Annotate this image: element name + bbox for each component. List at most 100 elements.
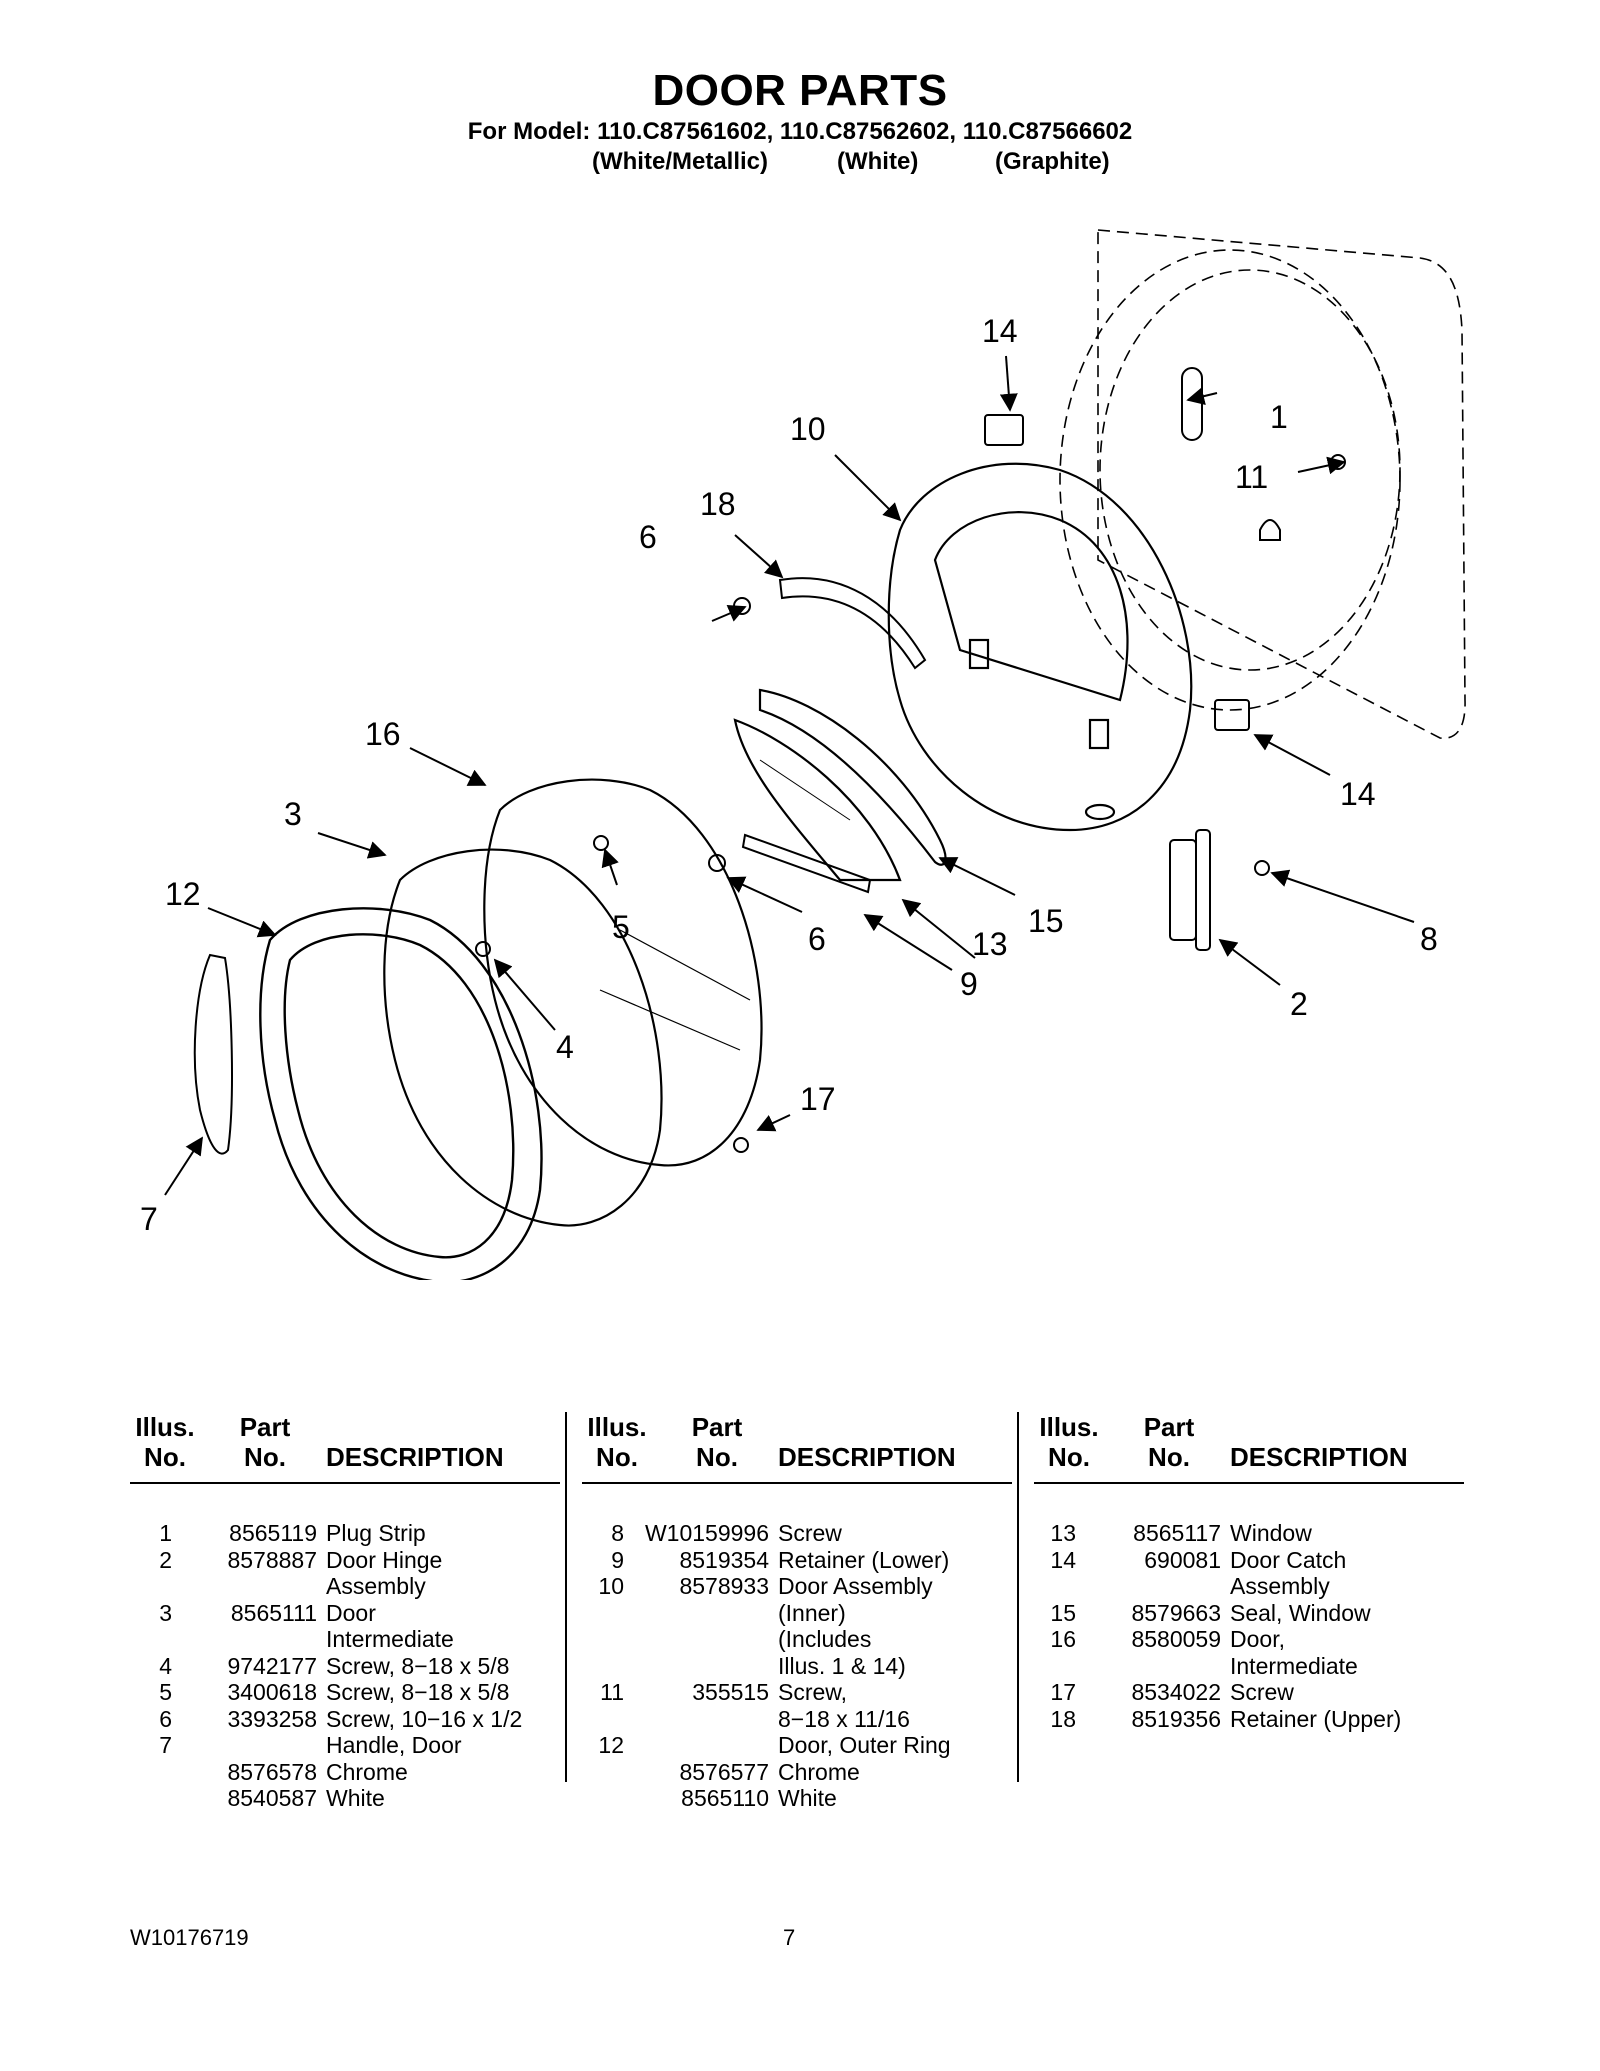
part-number: 8576577 [679,1758,769,1785]
callout-2: 2 [1290,986,1308,1022]
part-description: Chrome [778,1758,860,1785]
header-rule [582,1482,1012,1484]
header-rule [130,1482,560,1484]
part-description: Retainer (Upper) [1230,1705,1402,1732]
part-description: Door, [1230,1626,1285,1652]
part-description: Intermediate [326,1626,454,1652]
column-separator [565,1412,567,1782]
callout-9: 9 [960,966,978,1002]
part-description: Door Catch [1230,1546,1347,1573]
callout-4: 4 [556,1029,574,1065]
model-numbers: For Model: 110.C87561602, 110.C87562602,… [467,118,1133,145]
illus-number: 7 [159,1732,172,1758]
callout-16: 16 [365,716,401,752]
header-part: Part No. [1143,1412,1195,1472]
illus-number: 15 [1050,1599,1076,1626]
part-number: 355515 [692,1679,769,1705]
part-description: (Inner) [778,1599,846,1626]
part-description: 8−18 x 11/16 [778,1705,910,1732]
table-row: 14 690081 Door Catch [1034,1547,1474,1573]
callout-14-lower: 14 [1340,776,1376,812]
window-and-seal [733,688,947,882]
header-description: DESCRIPTION [326,1442,504,1472]
part-description: Door Hinge [326,1546,443,1573]
part-number: 8565117 [1133,1520,1221,1546]
callout-17: 17 [800,1081,836,1117]
table-row: Intermediate [130,1626,570,1652]
part-description: Illus. 1 & 14) [778,1652,906,1679]
illus-number: 6 [159,1705,172,1732]
callout-10: 10 [790,411,826,447]
part-description: Plug Strip [326,1520,426,1546]
door-catch-lever [1259,519,1281,541]
part-number: 8519354 [679,1546,769,1573]
part-number: 8578887 [227,1546,317,1573]
illus-number: 5 [159,1679,172,1705]
illus-number: 2 [159,1546,172,1573]
door-catch-upper [984,414,1024,446]
door-inner-assembly [887,462,1193,832]
header-description: DESCRIPTION [1230,1442,1408,1472]
part-description: Screw, 8−18 x 5/8 [326,1652,510,1679]
page-title: DOOR PARTS [652,66,948,115]
part-description: (Includes [778,1626,872,1652]
door-intermediate-ring [383,848,663,1227]
part-number: 9742177 [227,1652,317,1679]
table-row: Assembly [1034,1573,1474,1599]
callout-7: 7 [140,1201,158,1237]
table-row: 8−18 x 11/16 [582,1706,1022,1732]
part-number: 3393258 [227,1705,317,1732]
illus-number: 9 [611,1546,624,1573]
part-number: 8580059 [1131,1626,1221,1652]
callout-6-lower: 6 [808,921,826,957]
part-description: Assembly [326,1573,426,1599]
leader-arrows [164,355,1415,1196]
part-number: 8565119 [229,1520,317,1546]
part-description: Screw, [778,1679,848,1705]
page-number: 7 [783,1925,796,1950]
table-row: 2 8578887 Door Hinge [130,1547,570,1573]
illus-number: 3 [159,1599,172,1626]
color-white-metallic: (White/Metallic) [592,148,769,175]
part-description: Window [1230,1520,1312,1546]
part-number: 8565110 [681,1785,769,1811]
callout-5: 5 [612,909,630,945]
part-description: Assembly [1230,1573,1330,1599]
part-number: 8565111 [230,1599,317,1626]
part-description: Screw, 10−16 x 1/2 [326,1705,523,1732]
color-graphite: (Graphite) [995,148,1110,175]
table-row: Intermediate [1034,1653,1474,1679]
callout-6-upper: 6 [639,519,657,555]
part-description: Chrome [326,1758,408,1785]
door-handle [193,953,233,1155]
color-white: (White) [837,148,919,175]
part-number: 690081 [1144,1546,1221,1573]
door-outer-ring [259,907,543,1280]
illus-number: 18 [1050,1705,1076,1732]
part-description: Door [326,1599,376,1626]
part-number: 8578933 [679,1573,769,1599]
header-rule [1034,1482,1464,1484]
illus-number: 12 [598,1732,624,1758]
illus-number: 10 [598,1573,624,1599]
callout-13: 13 [972,926,1008,962]
part-description: Screw, 8−18 x 5/8 [326,1679,510,1705]
part-description: White [778,1785,837,1811]
header-illus: Illus. No. [1039,1412,1099,1472]
header-description: DESCRIPTION [778,1442,956,1472]
door-hinge [1169,829,1211,951]
part-description: Intermediate [1230,1652,1358,1679]
table-row: 8576577 Chrome [582,1759,1022,1785]
part-description: Door Assembly [778,1573,933,1599]
part-description: Handle, Door [326,1732,462,1758]
callout-18: 18 [700,486,736,522]
illus-number: 14 [1050,1546,1076,1573]
